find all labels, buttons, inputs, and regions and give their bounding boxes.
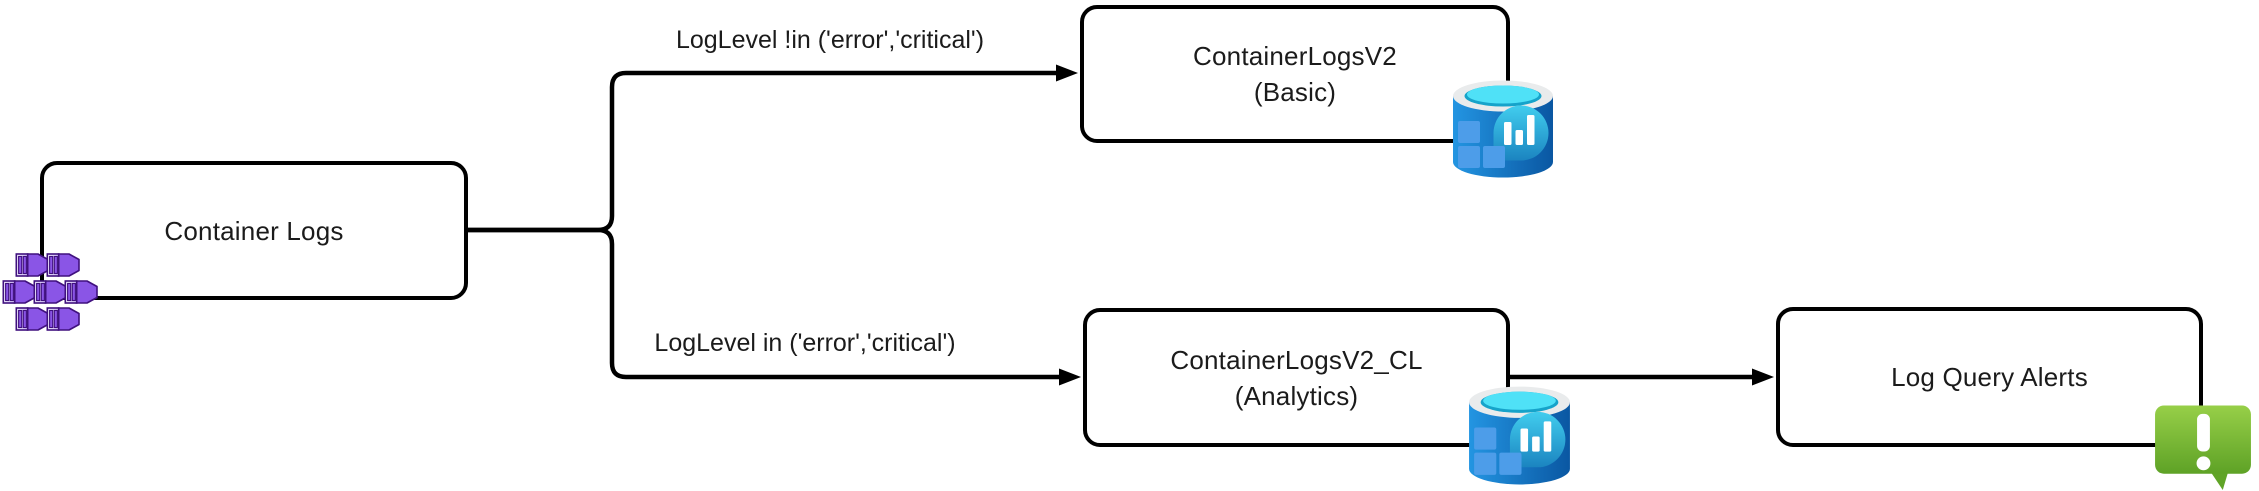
node-alerts-label: Log Query Alerts: [1891, 362, 2088, 392]
edge-label-basic-condition: LogLevel !in ('error','critical'): [675, 26, 985, 54]
edge-label-analytics-condition: LogLevel in ('error','critical'): [654, 329, 956, 357]
node-analytics-label-line1: ContainerLogsV2_CL: [1170, 344, 1423, 375]
node-basic-label-line2: (Basic): [1253, 77, 1337, 107]
node-log-query-alerts: Log Query Alerts: [1776, 307, 2203, 447]
node-containerlogsv2-basic: ContainerLogsV2 (Basic): [1080, 5, 1510, 143]
node-containerlogsv2-cl-analytics: ContainerLogsV2_CL (Analytics): [1083, 308, 1510, 447]
edge-analytics-arrowhead-icon: [1059, 368, 1081, 386]
container-instances-icon: [2, 253, 98, 331]
node-basic-label-line1: ContainerLogsV2: [1193, 41, 1397, 71]
node-analytics-label-line2: (Analytics): [1234, 380, 1359, 411]
node-container-logs: Container Logs: [40, 161, 468, 300]
edge-basic-line: [468, 70, 1056, 233]
alert-icon: [2155, 405, 2251, 491]
edge-basic-arrowhead-icon: [1056, 64, 1078, 82]
log-analytics-workspace-icon: [1453, 80, 1553, 178]
node-container-logs-label: Container Logs: [164, 215, 344, 246]
edge-alerts-arrowhead-icon: [1752, 368, 1774, 386]
log-analytics-workspace-icon: [1469, 386, 1570, 485]
edge-analytics-line: [468, 227, 1059, 380]
